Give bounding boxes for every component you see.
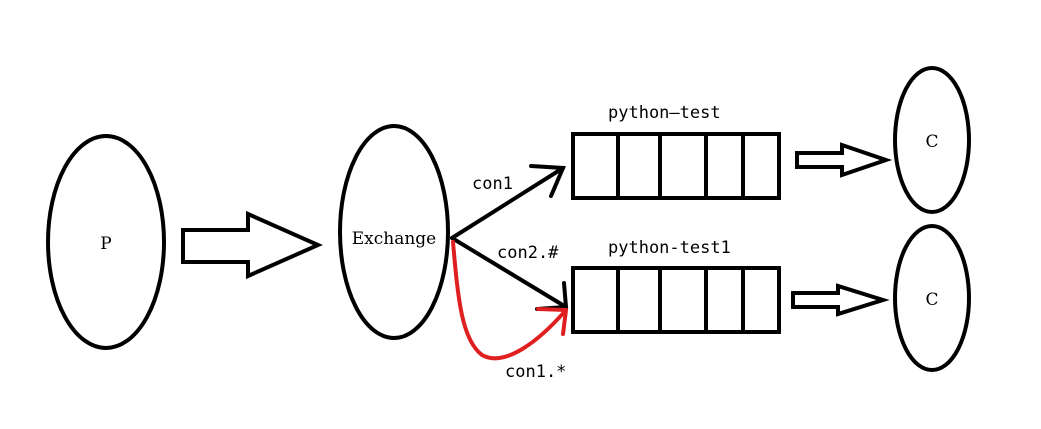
consumer-top-node	[893, 66, 971, 214]
consumer-bottom-node	[893, 224, 971, 372]
exchange-node	[338, 124, 450, 340]
consumer-top-label: C	[925, 132, 938, 152]
exchange-label: Exchange	[352, 229, 437, 249]
queue-bottom-to-consumer-arrow	[791, 283, 890, 317]
queue-bottom	[571, 266, 781, 334]
queue-bottom-label: python-test1	[608, 238, 731, 258]
queue-top	[571, 132, 781, 200]
binding-arrow-top	[450, 164, 566, 240]
producer-node	[46, 134, 166, 350]
producer-to-exchange-arrow	[181, 210, 323, 280]
binding-arrow-red	[451, 240, 568, 361]
queue-top-label: python—test	[608, 103, 721, 123]
producer-label: P	[100, 234, 111, 254]
queue-top-to-consumer-arrow	[795, 142, 893, 178]
binding-label-red: con1.*	[505, 362, 566, 382]
binding-label-middle: con2.#	[497, 243, 559, 263]
binding-label-top: con1	[472, 174, 513, 194]
consumer-bottom-label: C	[925, 290, 938, 310]
